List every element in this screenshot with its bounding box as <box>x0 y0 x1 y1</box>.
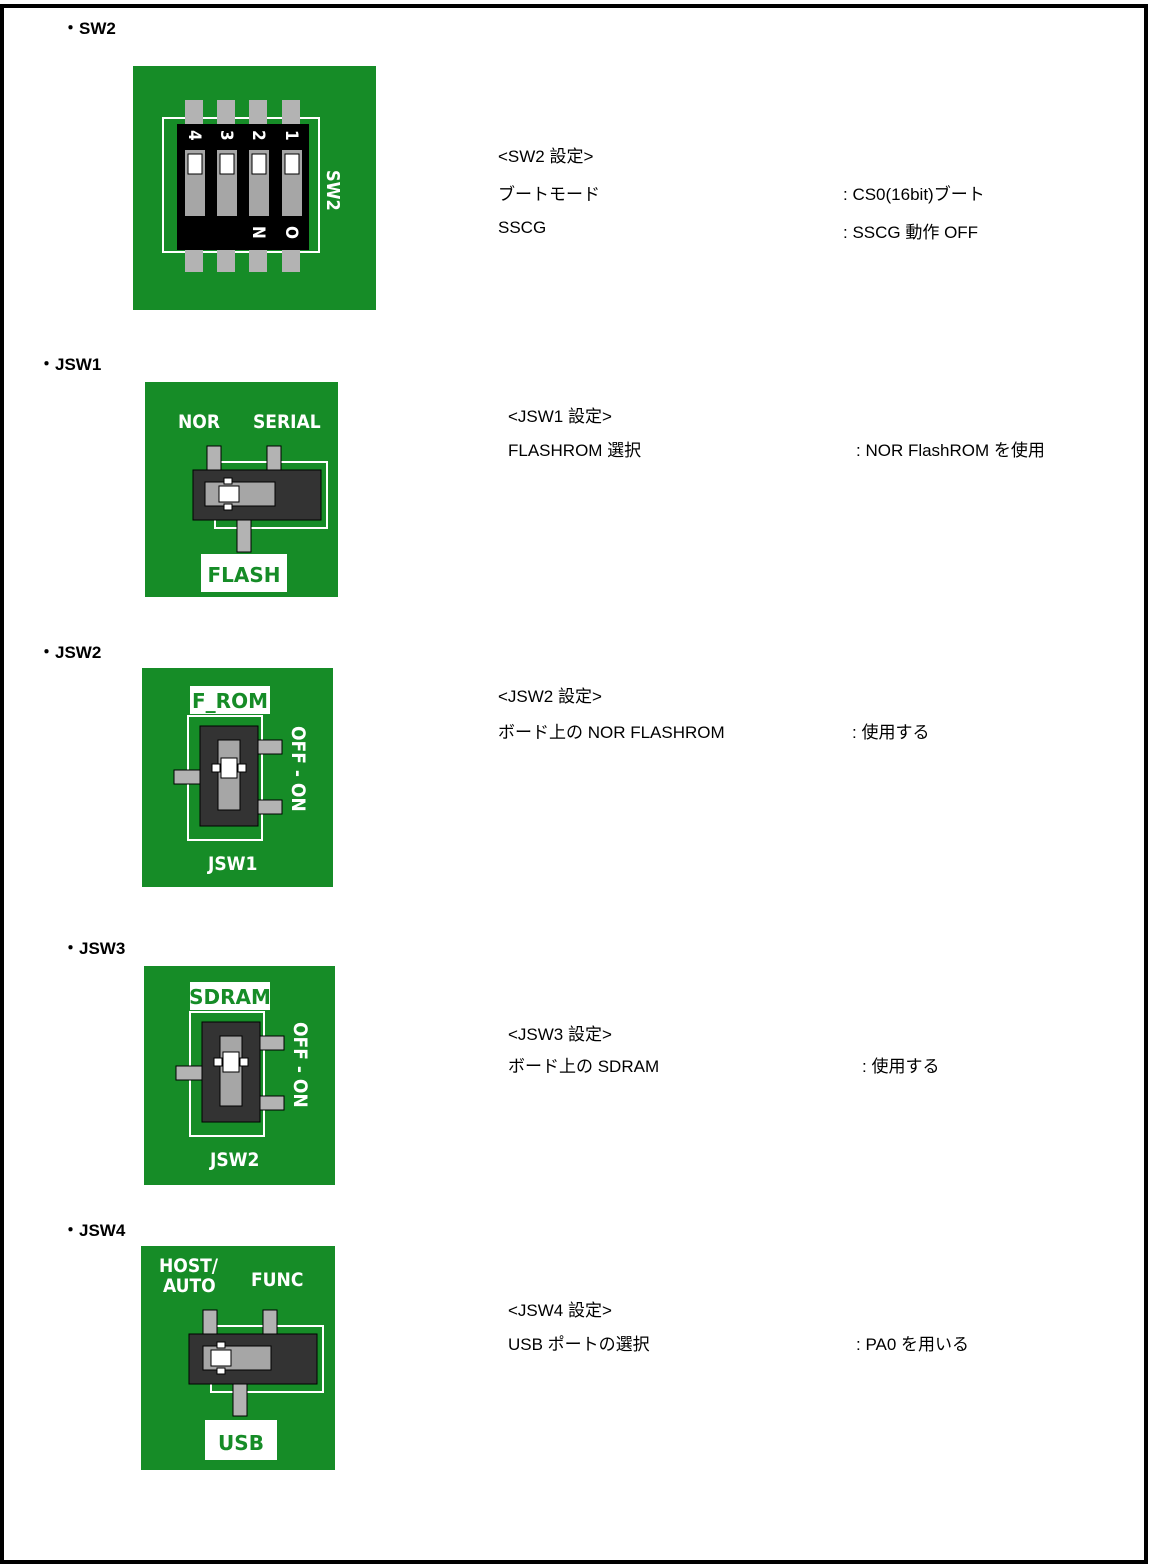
jsw3-settings-header: <JSW3 設定> <box>508 1025 612 1044</box>
jsw4-func-label: FUNC <box>251 1269 303 1291</box>
jsw4-row-label: USB ポートの選択 <box>508 1335 650 1354</box>
sw2-board-image: 4 3 2 1 N O SW2 <box>133 66 376 310</box>
sw2-pos-label: 2 <box>248 130 268 141</box>
sw2-pos-label: 3 <box>216 130 236 141</box>
jsw1-row-value: : NOR FlashROM を使用 <box>856 441 1045 460</box>
section-title-jsw1: ・JSW1 <box>38 355 102 374</box>
jsw4-row-value: : PA0 を用いる <box>856 1335 970 1354</box>
jsw1-nor-label: NOR <box>178 411 220 433</box>
jsw4-usb-label: USB <box>218 1431 264 1455</box>
jsw2-from-label: F_ROM <box>192 689 268 713</box>
jsw2-row-label: ボード上の NOR FLASHROM <box>498 723 725 742</box>
jsw1-flash-label: FLASH <box>207 563 280 587</box>
jsw3-sdram-label: SDRAM <box>189 985 271 1009</box>
sw2-side-label: SW2 <box>322 170 343 211</box>
sw2-pos-label: 4 <box>184 130 204 141</box>
sw2-row-label: ブートモード <box>498 185 600 204</box>
section-title-jsw2: ・JSW2 <box>38 643 102 662</box>
jsw4-board-image: HOST/ AUTO FUNC USB <box>141 1246 335 1470</box>
sw2-settings-header: <SW2 設定> <box>498 147 594 166</box>
sw2-o-label: O <box>281 226 301 239</box>
sw2-row-value: : CS0(16bit)ブート <box>843 185 985 204</box>
jsw4-settings-header: <JSW4 設定> <box>508 1301 612 1320</box>
section-title-sw2: ・SW2 <box>62 19 116 38</box>
jsw1-board-image: NOR SERIAL FLASH <box>145 382 338 597</box>
jsw3-board-image: SDRAM OFF - ON JSW2 <box>144 966 335 1185</box>
sw2-pos-label: 1 <box>281 130 301 141</box>
jsw1-serial-label: SERIAL <box>253 411 321 433</box>
jsw2-board-image: F_ROM OFF - ON JSW1 <box>142 668 333 887</box>
section-title-jsw3: ・JSW3 <box>62 939 126 958</box>
jsw2-settings-header: <JSW2 設定> <box>498 687 602 706</box>
jsw2-off-on-label: OFF - ON <box>287 726 309 812</box>
jsw1-row-label: FLASHROM 選択 <box>508 441 642 460</box>
sw2-row-value: : SSCG 動作 OFF <box>843 223 979 242</box>
jsw3-off-on-label: OFF - ON <box>289 1022 311 1108</box>
jsw2-row-value: : 使用する <box>852 723 930 742</box>
jsw3-bottom-label: JSW2 <box>209 1149 259 1171</box>
jsw2-bottom-label: JSW1 <box>207 853 257 875</box>
jsw3-row-value: : 使用する <box>862 1057 940 1076</box>
sw2-n-label: N <box>248 226 268 239</box>
sw2-row-label: SSCG <box>498 218 547 237</box>
jsw3-row-label: ボード上の SDRAM <box>508 1057 660 1076</box>
jsw4-host-label: HOST/ <box>159 1255 219 1277</box>
jsw4-auto-label: AUTO <box>163 1275 216 1297</box>
section-title-jsw4: ・JSW4 <box>62 1221 126 1240</box>
jsw1-settings-header: <JSW1 設定> <box>508 407 612 426</box>
